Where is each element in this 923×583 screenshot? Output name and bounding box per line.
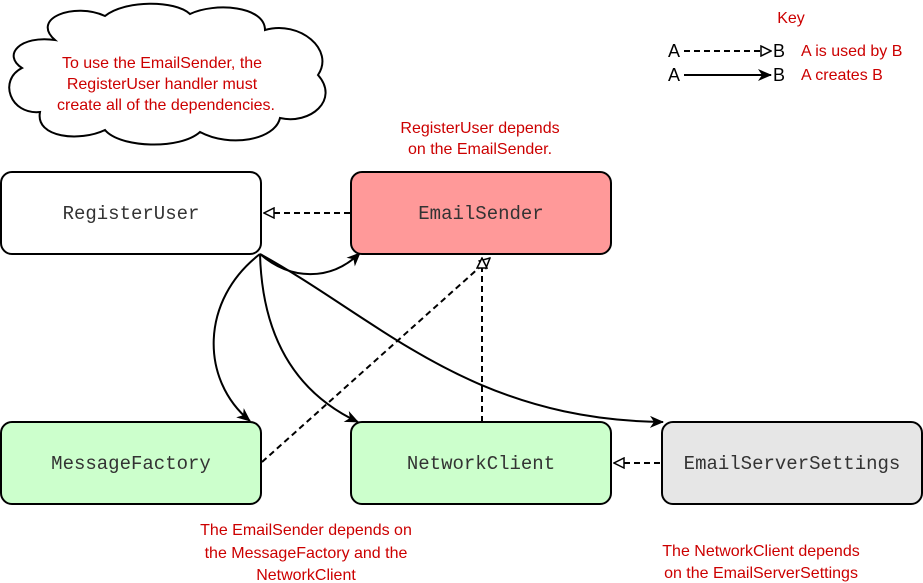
note-register-depends-line-2: on the EmailSender. bbox=[408, 141, 552, 158]
note-register-depends-line-1: RegisterUser depends bbox=[400, 120, 559, 137]
legend-row-1-label: A is used by B bbox=[801, 43, 902, 60]
edge-messagefactory-usedby-emailsender bbox=[261, 258, 490, 463]
note-register-depends: RegisterUser depends on the EmailSender. bbox=[400, 120, 559, 158]
note-client-depends: The NetworkClient depends on the EmailSe… bbox=[662, 543, 859, 582]
legend: Key A B A is used by B A B A creates B bbox=[668, 10, 902, 85]
node-network-client-box bbox=[350, 421, 612, 505]
edge-registeruser-creates-messagefactory bbox=[212, 253, 261, 422]
cloud-note-line-2: RegisterUser handler must bbox=[67, 76, 258, 93]
legend-title: Key bbox=[777, 10, 805, 27]
legend-row-2-label: A creates B bbox=[801, 67, 883, 84]
node-message-factory: MessageFactory bbox=[0, 421, 262, 505]
node-network-client: NetworkClient bbox=[350, 421, 612, 505]
edge-registeruser-creates-emailserversettings bbox=[259, 253, 664, 428]
node-message-factory-label: MessageFactory bbox=[51, 453, 211, 475]
node-register-user-label: RegisterUser bbox=[63, 203, 200, 225]
node-register-user: RegisterUser bbox=[0, 171, 262, 255]
edge-registeruser-creates-emailsender bbox=[259, 252, 361, 276]
note-client-depends-line-1: The NetworkClient depends bbox=[662, 543, 859, 560]
node-email-server-settings: EmailServerSettings bbox=[661, 421, 923, 505]
edge-registeruser-creates-networkclient bbox=[259, 253, 359, 423]
note-sender-depends-line-3: NetworkClient bbox=[256, 567, 356, 583]
node-email-server-settings-box bbox=[661, 421, 923, 505]
note-sender-depends-line-2: the MessageFactory and the bbox=[205, 545, 408, 562]
note-sender-depends: The EmailSender depends on the MessageFa… bbox=[200, 522, 412, 583]
legend-row-2-to: B bbox=[773, 65, 785, 85]
cloud-note-line-3: create all of the dependencies. bbox=[57, 97, 275, 114]
note-client-depends-line-2: on the EmailServerSettings bbox=[664, 565, 858, 582]
node-email-sender-label: EmailSender bbox=[418, 203, 543, 225]
legend-row-1-to: B bbox=[773, 41, 785, 61]
node-email-sender-box bbox=[350, 171, 612, 255]
node-email-sender: EmailSender bbox=[350, 171, 612, 255]
note-sender-depends-line-1: The EmailSender depends on bbox=[200, 522, 412, 539]
node-register-user-box bbox=[0, 171, 262, 255]
legend-row-1-from: A bbox=[668, 41, 680, 61]
node-message-factory-box bbox=[0, 421, 262, 505]
node-email-server-settings-label: EmailServerSettings bbox=[684, 453, 901, 475]
cloud-note-line-1: To use the EmailSender, the bbox=[62, 55, 262, 72]
legend-row-2-from: A bbox=[668, 65, 680, 85]
cloud-shape bbox=[8, 2, 327, 146]
cloud-note: To use the EmailSender, the RegisterUser… bbox=[8, 2, 327, 146]
node-network-client-label: NetworkClient bbox=[407, 453, 555, 475]
